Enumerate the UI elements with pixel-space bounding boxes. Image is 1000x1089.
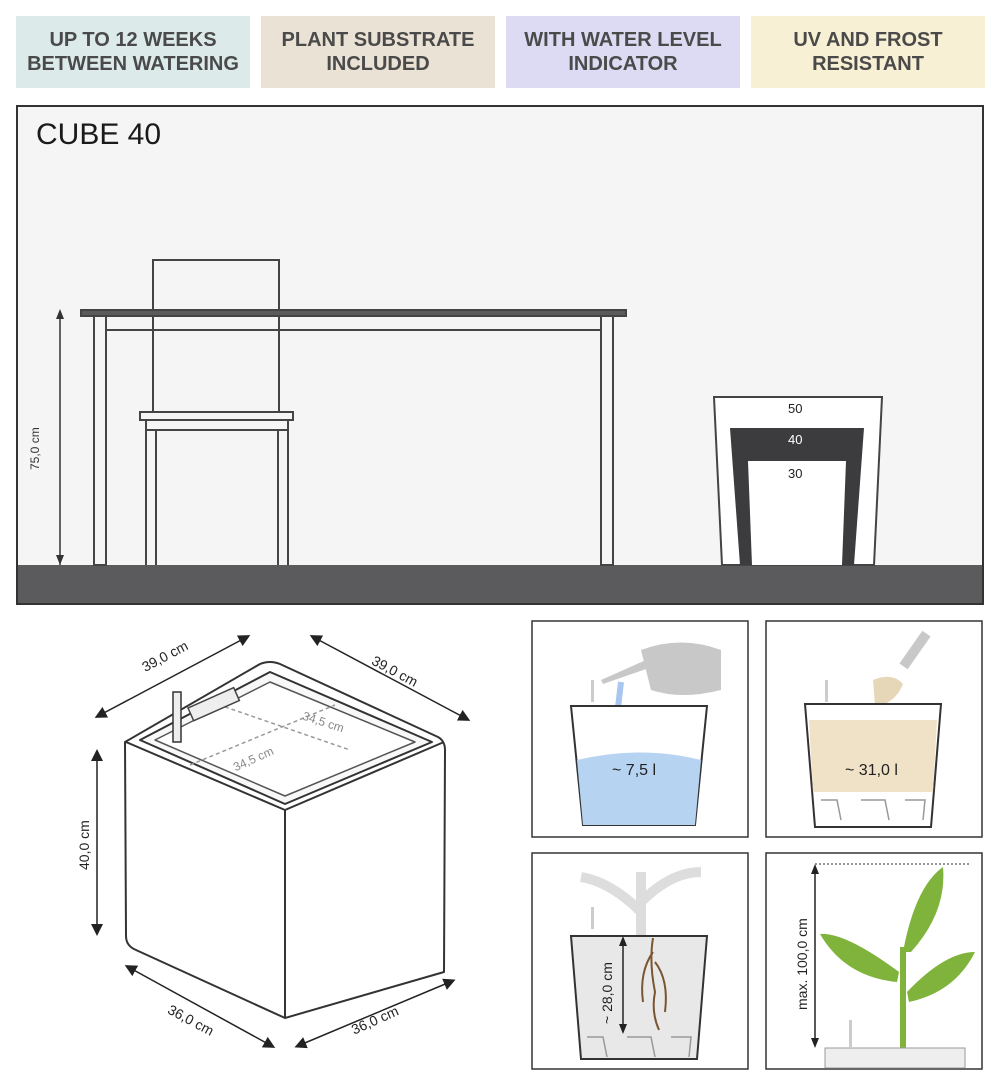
table [80, 309, 627, 566]
cube-drawing [91, 635, 471, 1049]
panel-roots [531, 852, 749, 1070]
cube-label-height: 40,0 cm [76, 820, 92, 870]
dim-top-right [309, 635, 471, 721]
height-label: 75,0 cm [28, 427, 42, 470]
panel-water [531, 620, 749, 838]
root-depth: ~ 28,0 cm [599, 962, 615, 1024]
planter-sizes [712, 396, 884, 566]
dim-bottom-left [124, 965, 276, 1048]
size-label-30: 30 [788, 466, 803, 481]
badge-uv-frost: UV AND FROST RESISTANT [751, 16, 985, 88]
water-level-indicator [172, 691, 182, 743]
roots-icon [641, 937, 667, 1031]
trowel-icon [873, 630, 931, 706]
floor [18, 565, 982, 603]
badge-watering: UP TO 12 WEEKS BETWEEN WATERING [16, 16, 250, 88]
dim-top-left [94, 635, 251, 718]
room-scene [16, 105, 984, 605]
badge-substrate: PLANT SUBSTRATE INCLUDED [261, 16, 495, 88]
water-volume: ~ 7,5 l [612, 762, 657, 779]
badge-water-level: WITH WATER LEVEL INDICATOR [506, 16, 740, 88]
product-title: CUBE 40 [36, 118, 162, 151]
dim-bottom-right [294, 978, 456, 1049]
size-label-40: 40 [788, 432, 803, 447]
chair [139, 259, 294, 565]
panel-plant-height [765, 852, 983, 1070]
panel-substrate [765, 620, 983, 838]
max-plant-height: max. 100,0 cm [794, 918, 810, 1010]
size-label-50: 50 [788, 401, 803, 416]
substrate-volume: ~ 31,0 l [845, 762, 898, 779]
watering-can-icon [601, 642, 721, 695]
plant-icon [820, 867, 975, 1052]
